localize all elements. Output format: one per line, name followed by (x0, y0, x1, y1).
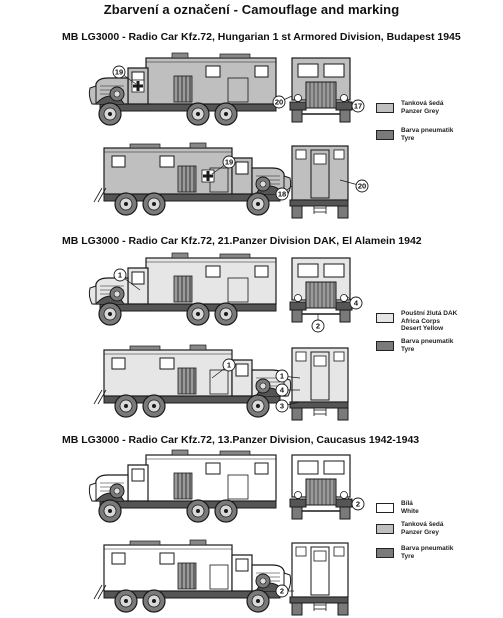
legend-label: Barva pneumatik (401, 127, 454, 134)
legend-label: Tanková šedá (401, 521, 444, 528)
vehicle-rear-white (289, 542, 349, 616)
legend-label: Panzer Grey (401, 528, 439, 536)
legend-label: Panzer Grey (401, 107, 439, 115)
callout-number: 2 (356, 500, 360, 509)
vehicle-front-grey (289, 57, 353, 123)
legend-label: White (401, 507, 419, 515)
callout-number: 2 (280, 587, 284, 596)
vehicle-side-left-yellow (89, 253, 276, 325)
legend-label: Barva pneumatik (401, 338, 454, 345)
vehicle-rear-yellow (289, 347, 349, 421)
callout-number: 20 (275, 98, 283, 107)
callout-circle (275, 383, 289, 397)
legend-label: Bílá (401, 500, 413, 507)
callout-circle (351, 497, 365, 511)
callout-circle (275, 369, 289, 383)
legend-label: Barva pneumatik (401, 545, 454, 552)
callout-circle (222, 358, 236, 372)
legend-label: Tyre (401, 345, 415, 353)
legend-label: Pouštní žlutá DAK (401, 310, 458, 317)
callout-number: 19 (225, 158, 233, 167)
color-swatch (376, 313, 394, 323)
legend-label: Tyre (401, 134, 415, 142)
balkenkreuz-icon (201, 169, 215, 183)
callout-circle (275, 399, 289, 413)
callout-number: 1 (280, 372, 284, 381)
vehicle-rear-grey (289, 145, 349, 219)
callout-circle (275, 187, 289, 201)
callout-number: 1 (118, 271, 122, 280)
legend-label: Tyre (401, 552, 415, 560)
vehicle-front-yellow (289, 257, 353, 323)
vehicle-side-right-grey (94, 143, 291, 215)
color-swatch (376, 103, 394, 113)
vehicle-side-right-yellow (94, 345, 291, 417)
page-title: Zbarvení a označení - Camouflage and mar… (103, 2, 400, 17)
callout-number: 2 (316, 322, 320, 331)
callout-circle (113, 268, 127, 282)
balkenkreuz-icon (131, 79, 145, 93)
vehicle-side-left-grey (89, 53, 276, 125)
vehicle-side-right-white (94, 540, 291, 612)
callout-number: 1 (227, 361, 231, 370)
legend-label: Tanková šedá (401, 100, 444, 107)
callout-circle (349, 296, 363, 310)
color-swatch (376, 524, 394, 534)
callout-number: 4 (280, 386, 285, 395)
callout-circle (275, 584, 289, 598)
section-2-heading: MB LG3000 - Radio Car Kfz.72, 21.Panzer … (62, 235, 422, 247)
vehicle-front-white (289, 454, 353, 520)
callout-number: 20 (358, 182, 366, 191)
callout-number: 17 (354, 102, 362, 111)
callout-circle (112, 65, 126, 79)
color-swatch (376, 503, 394, 513)
callout-circle (222, 155, 236, 169)
vehicle-side-left-white (89, 450, 276, 522)
color-swatch (376, 130, 394, 140)
color-swatch (376, 548, 394, 558)
section-3-heading: MB LG3000 - Radio Car Kfz.72, 13.Panzer … (62, 434, 420, 446)
legend-label: Desert Yellow (401, 325, 444, 332)
callout-number: 19 (115, 68, 123, 77)
section-1-heading: MB LG3000 - Radio Car Kfz.72, Hungarian … (62, 31, 461, 43)
color-swatch (376, 341, 394, 351)
callout-number: 3 (280, 402, 284, 411)
legend-label: Africa Corps (401, 317, 441, 325)
callout-circle (311, 319, 325, 333)
callout-number: 18 (278, 190, 286, 199)
callout-circle (355, 179, 369, 193)
callout-circle (351, 99, 365, 113)
callout-circle (272, 95, 286, 109)
callout-number: 4 (354, 299, 359, 308)
